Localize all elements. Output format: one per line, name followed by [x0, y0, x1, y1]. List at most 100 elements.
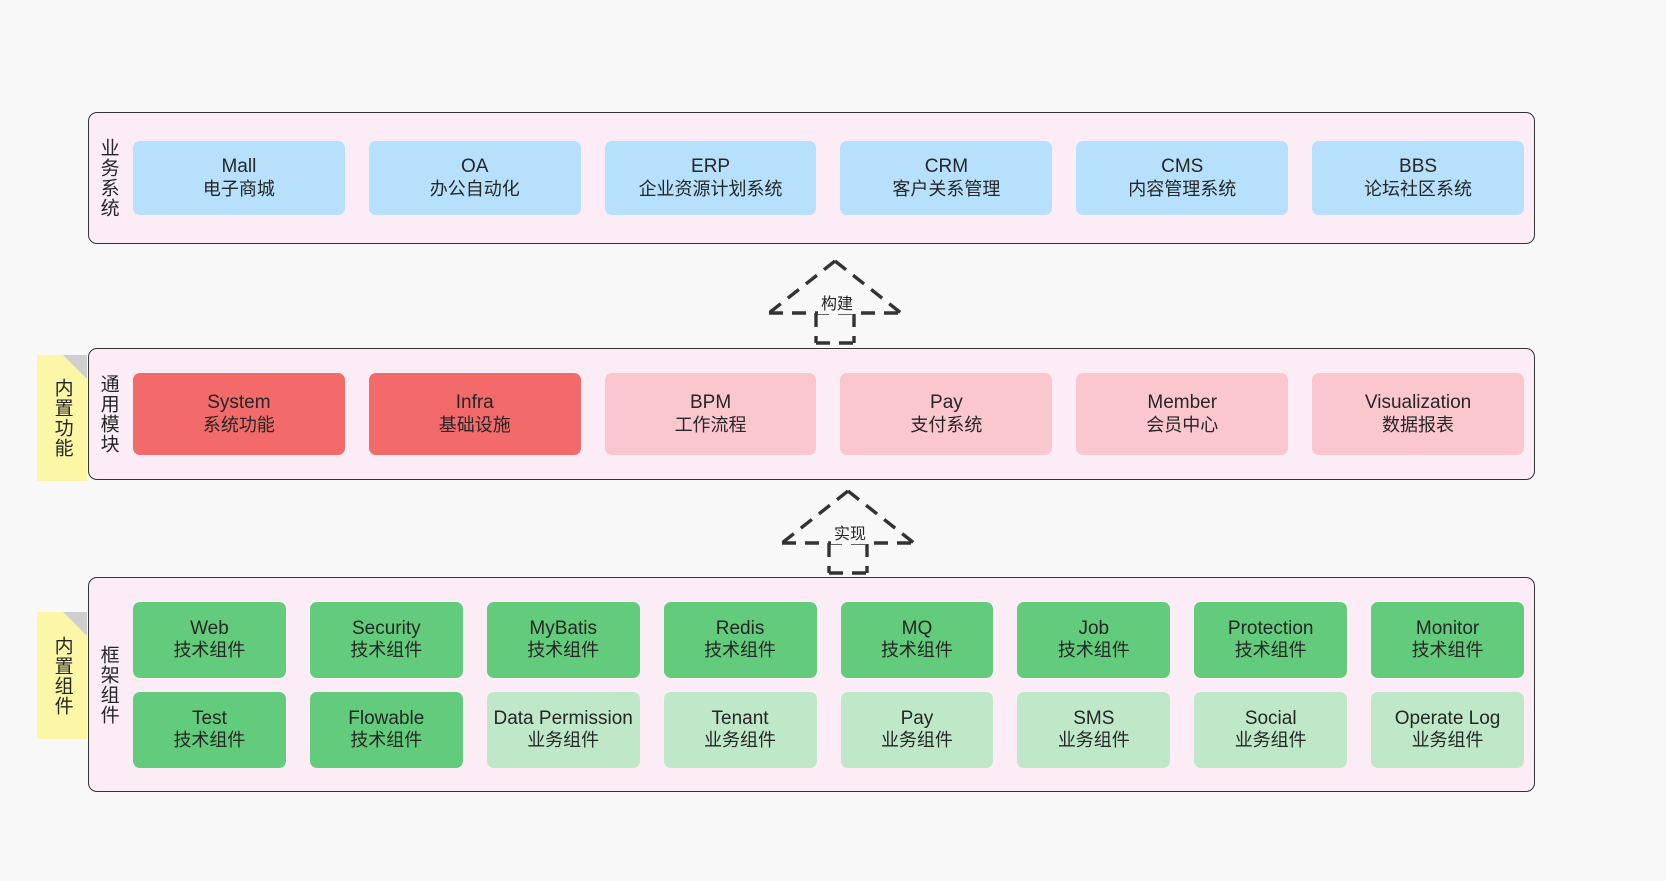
card-cms[interactable]: CMS 内容管理系统	[1076, 141, 1289, 215]
layer-body-business: Mall 电子商城 OA 办公自动化 ERP 企业资源计划系统 CRM 客户关系…	[127, 113, 1534, 243]
card-title-en: ERP	[691, 156, 731, 178]
card-security[interactable]: Security 技术组件	[309, 601, 463, 678]
card-row: Test 技术组件 Flowable 技术组件 Data Permission …	[133, 691, 1524, 768]
card-mall[interactable]: Mall 电子商城	[133, 141, 345, 215]
layer-title-framework: 框架组件	[97, 644, 119, 725]
layer-business-systems: 业务系统 Mall 电子商城 OA 办公自动化 ERP 企业资源计划系统 CRM…	[88, 112, 1535, 244]
card-title-en: Member	[1147, 392, 1218, 414]
card-row: System 系统功能 Infra 基础设施 BPM 工作流程 Pay 支付系统…	[133, 373, 1524, 455]
card-title-cn: 业务组件	[704, 730, 777, 751]
card-protection[interactable]: Protection 技术组件	[1194, 601, 1348, 678]
card-title-en: Tenant	[711, 707, 769, 729]
note-builtin-function: 内置功能	[37, 355, 87, 481]
card-title-en: Redis	[715, 617, 765, 639]
card-title-cn: 业务组件	[1057, 730, 1130, 751]
layer-body-modules: System 系统功能 Infra 基础设施 BPM 工作流程 Pay 支付系统…	[127, 349, 1534, 479]
card-title-en: Operate Log	[1394, 707, 1501, 729]
card-title-cn: 业务组件	[880, 730, 953, 751]
card-title-cn: 技术组件	[527, 640, 600, 661]
card-title-en: Mall	[221, 156, 257, 178]
note-fold-corner-icon	[63, 612, 87, 636]
card-title-en: Data Permission	[493, 707, 633, 729]
card-title-cn: 电子商城	[202, 178, 275, 199]
card-monitor[interactable]: Monitor 技术组件	[1371, 601, 1524, 678]
card-title-en: Social	[1244, 707, 1297, 729]
card-pay-component[interactable]: Pay 业务组件	[840, 691, 994, 768]
card-title-cn: 支付系统	[910, 414, 983, 435]
layer-title-business: 业务系统	[97, 138, 119, 218]
card-web[interactable]: Web 技术组件	[133, 601, 286, 678]
card-mybatis[interactable]: MyBatis 技术组件	[486, 601, 640, 678]
dashed-generalization-arrow-icon	[780, 489, 916, 575]
card-operate-log[interactable]: Operate Log 业务组件	[1371, 691, 1524, 768]
arrow-realize: 实现	[768, 487, 928, 575]
card-test[interactable]: Test 技术组件	[133, 691, 286, 768]
card-title-en: Visualization	[1364, 392, 1472, 414]
card-erp[interactable]: ERP 企业资源计划系统	[604, 141, 817, 215]
card-title-cn: 技术组件	[350, 640, 423, 661]
card-title-en: MyBatis	[529, 617, 597, 639]
card-title-cn: 基础设施	[438, 414, 511, 435]
card-mq[interactable]: MQ 技术组件	[840, 601, 994, 678]
card-system[interactable]: System 系统功能	[133, 373, 345, 455]
layer-common-modules: 通用模块 System 系统功能 Infra 基础设施 BPM 工作流程 Pay…	[88, 348, 1535, 480]
card-data-permission[interactable]: Data Permission 业务组件	[486, 691, 640, 768]
card-bpm[interactable]: BPM 工作流程	[604, 373, 817, 455]
card-title-en: BBS	[1399, 156, 1438, 178]
card-title-en: Test	[192, 707, 227, 729]
card-visualization[interactable]: Visualization 数据报表	[1312, 373, 1524, 455]
layer-body-framework: Web 技术组件 Security 技术组件 MyBatis 技术组件 Redi…	[127, 578, 1534, 791]
card-title-cn: 业务组件	[1234, 730, 1307, 751]
note-label: 内置功能	[51, 378, 73, 458]
card-title-en: Monitor	[1415, 617, 1480, 639]
card-title-en: CRM	[924, 156, 969, 178]
card-tenant[interactable]: Tenant 业务组件	[663, 691, 817, 768]
arrow-label-build: 构建	[818, 290, 857, 314]
card-title-cn: 技术组件	[704, 640, 777, 661]
layer-framework-components: 框架组件 Web 技术组件 Security 技术组件 MyBatis 技术组件…	[88, 577, 1535, 792]
card-title-en: Security	[351, 617, 421, 639]
card-pay-module[interactable]: Pay 支付系统	[840, 373, 1053, 455]
card-crm[interactable]: CRM 客户关系管理	[840, 141, 1053, 215]
card-title-cn: 技术组件	[173, 730, 246, 751]
card-oa[interactable]: OA 办公自动化	[368, 141, 581, 215]
card-title-cn: 工作流程	[674, 414, 747, 435]
card-title-cn: 内容管理系统	[1128, 178, 1237, 199]
card-title-cn: 数据报表	[1382, 414, 1455, 435]
card-title-cn: 技术组件	[1411, 640, 1484, 661]
card-title-en: System	[207, 392, 271, 414]
card-title-cn: 技术组件	[1057, 640, 1130, 661]
card-social[interactable]: Social 业务组件	[1194, 691, 1348, 768]
card-title-en: MQ	[901, 617, 933, 639]
card-title-en: Pay	[900, 707, 934, 729]
card-title-cn: 技术组件	[1234, 640, 1307, 661]
card-title-en: SMS	[1073, 707, 1115, 729]
card-title-en: Protection	[1227, 617, 1314, 639]
card-title-cn: 技术组件	[350, 730, 423, 751]
card-title-en: Pay	[930, 392, 963, 414]
card-title-en: Job	[1078, 617, 1110, 639]
card-title-cn: 企业资源计划系统	[638, 178, 783, 199]
card-title-en: OA	[461, 156, 489, 178]
card-title-en: Infra	[455, 392, 494, 414]
card-title-cn: 业务组件	[1411, 730, 1484, 751]
card-title-cn: 技术组件	[173, 640, 246, 661]
arrow-label-realize: 实现	[831, 520, 870, 544]
layer-title-modules: 通用模块	[97, 374, 119, 454]
card-title-en: Web	[190, 617, 229, 639]
card-redis[interactable]: Redis 技术组件	[663, 601, 817, 678]
note-fold-corner-icon	[63, 355, 87, 379]
card-title-cn: 系统功能	[202, 414, 275, 435]
card-bbs[interactable]: BBS 论坛社区系统	[1312, 141, 1524, 215]
card-title-en: BPM	[689, 392, 732, 414]
card-row: Web 技术组件 Security 技术组件 MyBatis 技术组件 Redi…	[133, 601, 1524, 678]
card-member[interactable]: Member 会员中心	[1076, 373, 1289, 455]
card-title-cn: 论坛社区系统	[1364, 178, 1473, 199]
card-flowable[interactable]: Flowable 技术组件	[309, 691, 463, 768]
card-title-en: Flowable	[348, 707, 425, 729]
card-title-cn: 会员中心	[1146, 414, 1219, 435]
card-infra[interactable]: Infra 基础设施	[368, 373, 581, 455]
card-job[interactable]: Job 技术组件	[1017, 601, 1171, 678]
card-sms[interactable]: SMS 业务组件	[1017, 691, 1171, 768]
